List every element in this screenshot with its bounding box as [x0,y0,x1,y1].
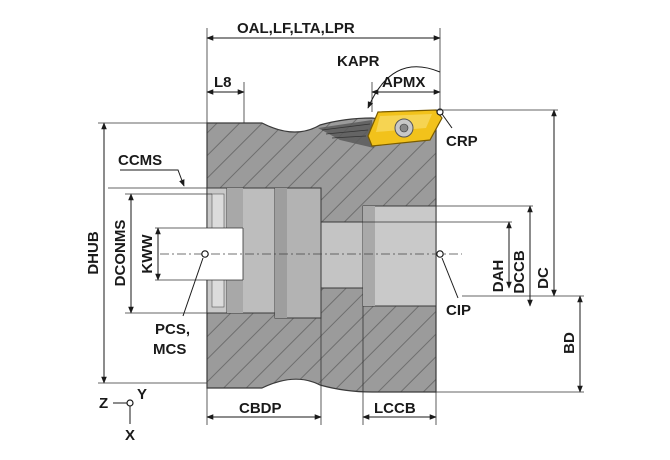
dim-kapr-arc [367,66,441,109]
label-kww: KWW [139,234,156,274]
label-cbdp: CBDP [239,400,282,417]
dim-ccms-leader [120,169,185,187]
label-dhub: DHUB [85,231,102,274]
front-counterbore [362,205,437,307]
label-dc: DC [535,267,552,289]
label-crp: CRP [446,133,478,150]
label-apmx: APMX [382,74,425,91]
leader-pcs [182,257,204,317]
label-bd: BD [561,332,578,354]
label-dconms: DCONMS [112,220,129,287]
label-mcs: MCS [153,341,186,358]
insert-screw-center [399,123,409,133]
leader-cip [441,257,459,299]
pocket-lines [321,123,371,139]
label-axis-y: Y [137,386,147,403]
counterbore-shade [275,188,287,318]
label-axis-z: Z [99,395,108,412]
axis-origin [126,399,134,407]
label-pcs: PCS, [155,321,190,338]
label-kapr: KAPR [337,53,380,70]
label-oal: OAL,LF,LTA,LPR [237,20,355,37]
label-dah: DAH [490,260,507,293]
label-lccb: LCCB [374,400,416,417]
pcs-point [201,250,209,258]
leader-crp [441,113,453,129]
label-dccb: DCCB [511,250,528,293]
front-counterbore-shade [363,206,375,306]
through-bore [320,221,364,289]
label-cip: CIP [446,302,471,319]
label-ccms: CCMS [118,152,162,169]
axis-triad: Z Y X [99,386,147,444]
chip-pocket [318,120,374,148]
label-l8: L8 [214,74,232,91]
cip-point [436,250,444,258]
label-axis-x: X [125,427,135,444]
